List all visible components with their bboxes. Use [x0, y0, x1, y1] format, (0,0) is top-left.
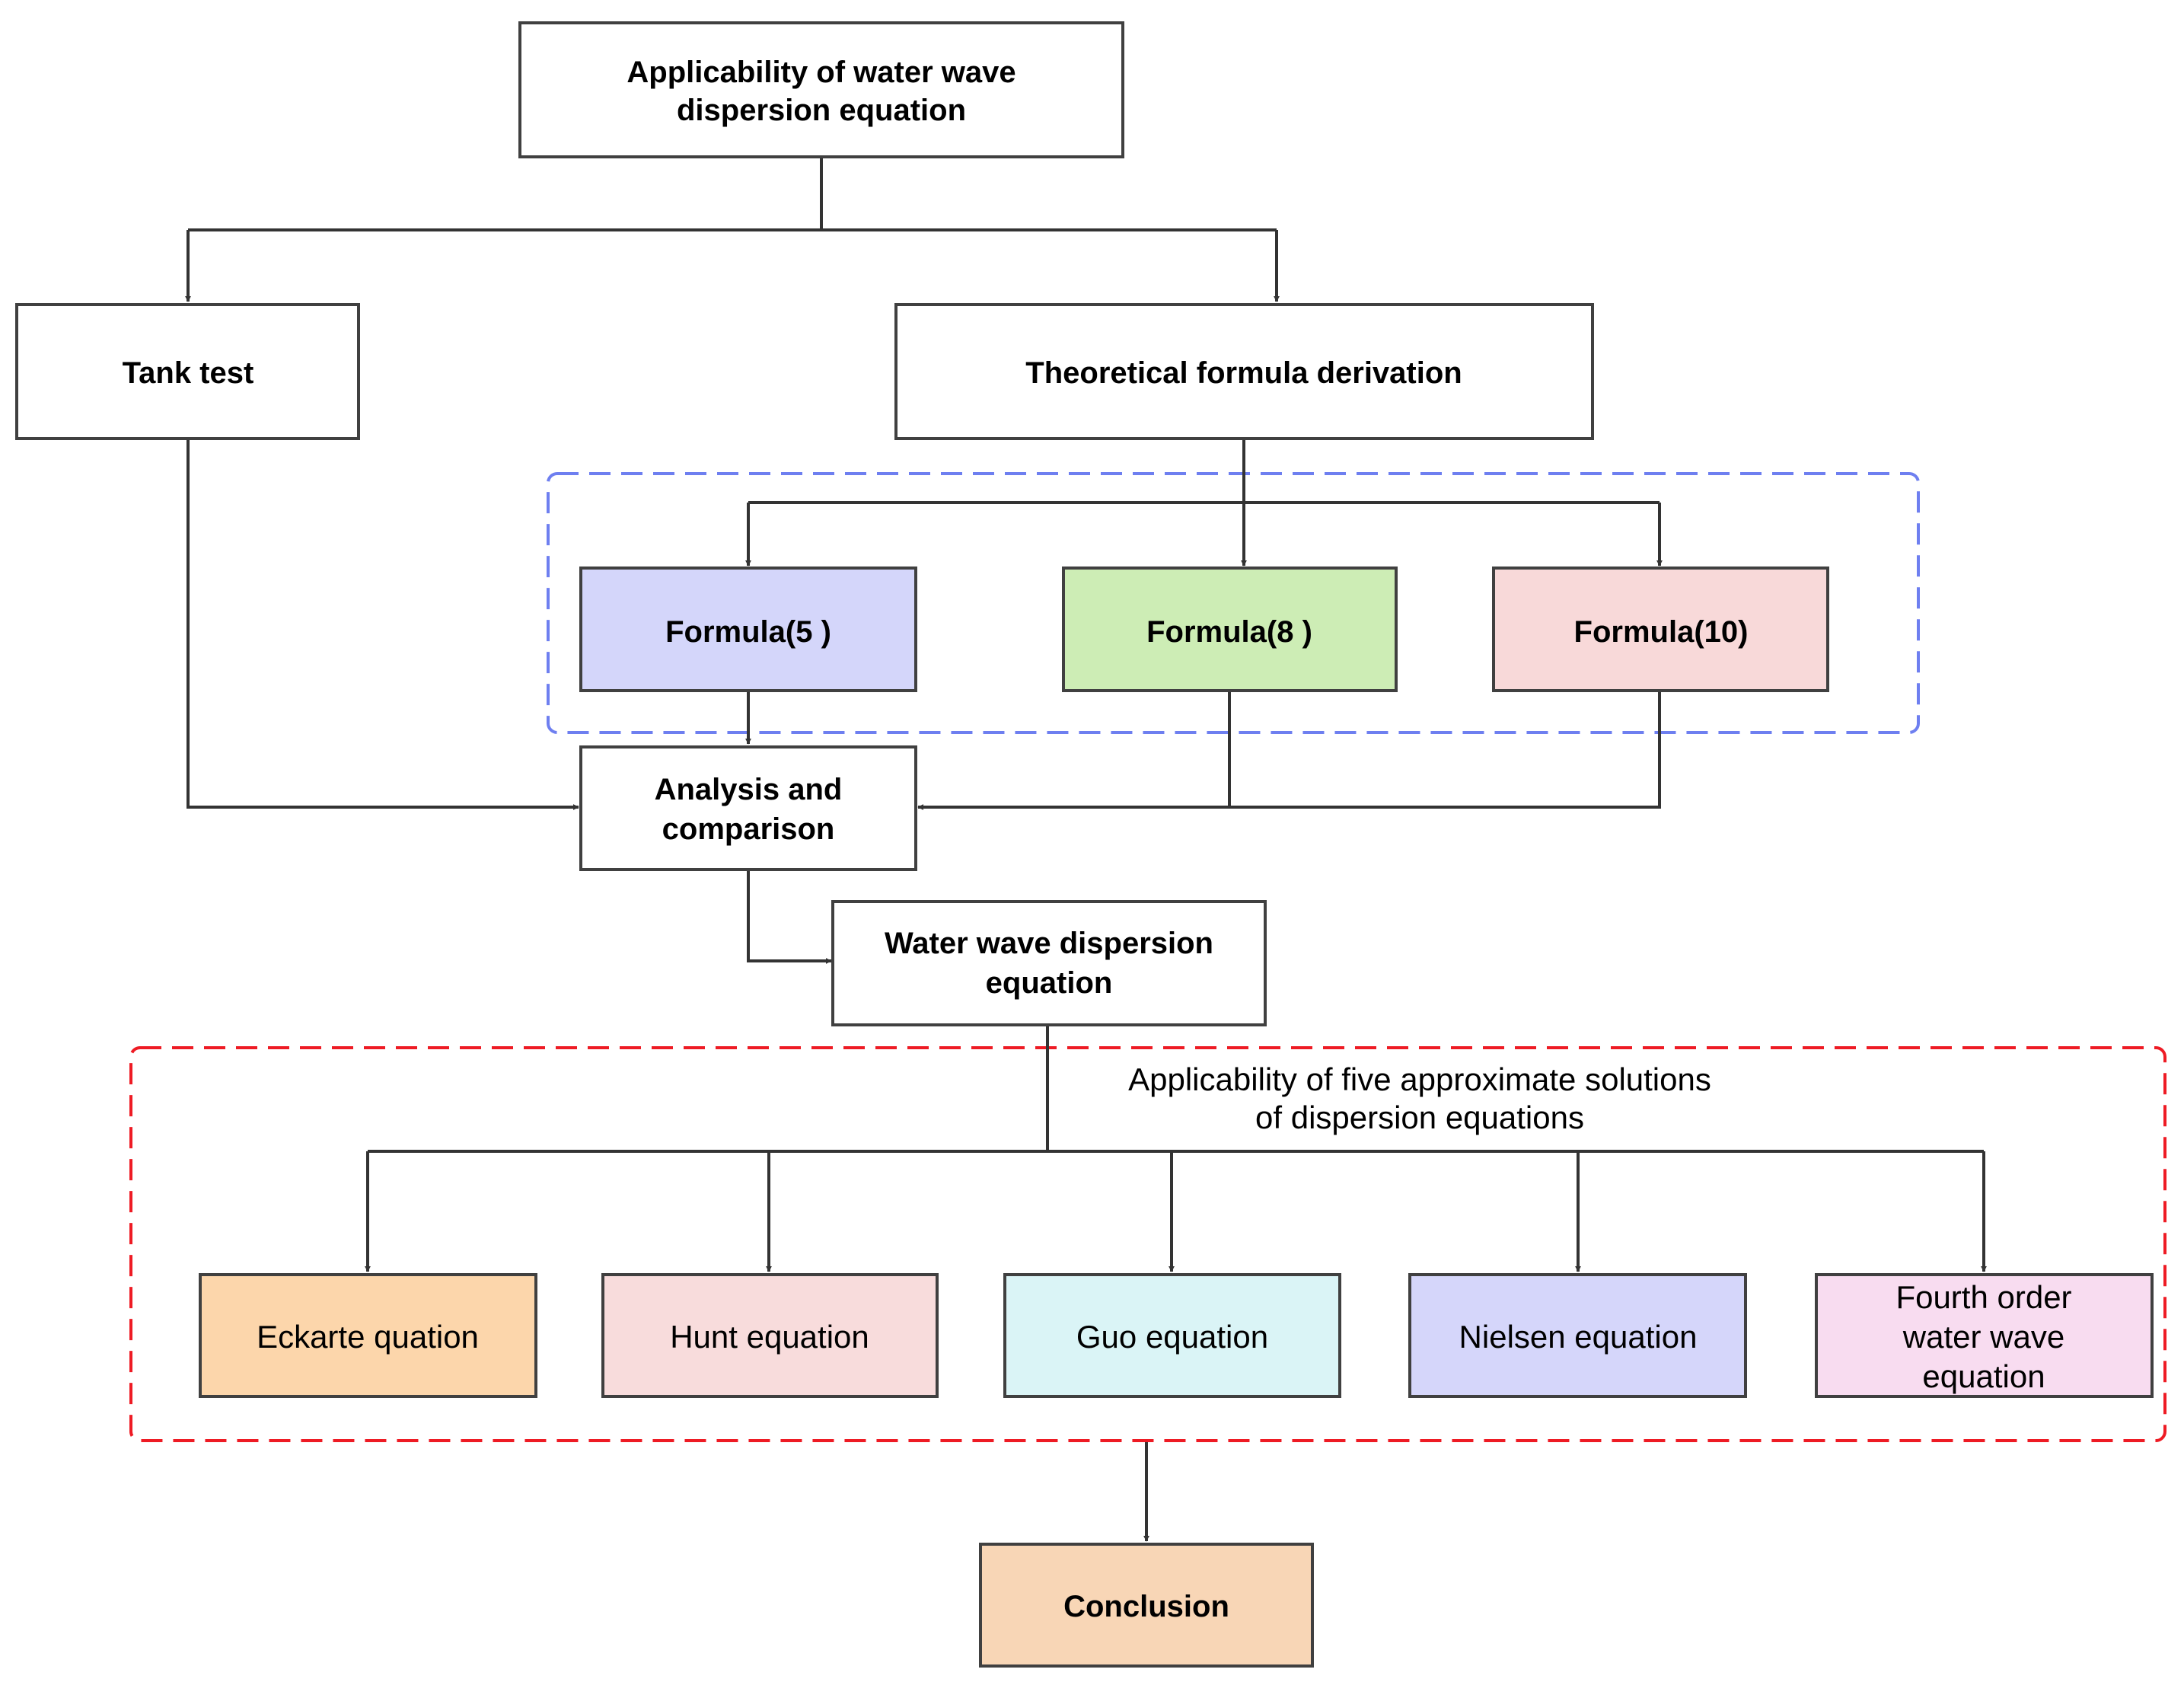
hunt-label: Hunt equation — [670, 1319, 869, 1355]
analysis-node: Analysis and comparison — [579, 745, 917, 871]
arrow-formula-10-to-analysis — [917, 691, 1661, 810]
dispersion-line-2: equation — [986, 966, 1113, 1000]
fourth-order-line-1: Fourth order — [1895, 1279, 2071, 1315]
arrow-tank-test-to-analysis — [187, 439, 579, 810]
approx-group-caption: Applicability of five approximate soluti… — [1128, 1061, 1711, 1135]
eckarte-node: Eckarte quation — [199, 1273, 537, 1398]
fourth-order-line-3: equation — [1922, 1358, 2045, 1394]
theoretical-label: Theoretical formula derivation — [1025, 356, 1462, 390]
analysis-line-2: comparison — [662, 812, 835, 846]
formula-5-node: Formula(5 ) — [579, 567, 917, 692]
conclusion-node: Conclusion — [979, 1543, 1314, 1668]
formula-10-label: Formula(10) — [1574, 615, 1749, 649]
dispersion-line-1: Water wave dispersion — [885, 927, 1213, 960]
tank-test-label: Tank test — [123, 356, 254, 390]
fourth-order-node: Fourth order water wave equation — [1815, 1273, 2154, 1398]
analysis-line-1: Analysis and — [655, 773, 843, 806]
formula-8-node: Formula(8 ) — [1062, 567, 1398, 692]
arrow-analysis-to-dispersion — [747, 870, 832, 964]
approx-caption-line-2: of dispersion equations — [1255, 1100, 1584, 1135]
eckarte-label: Eckarte quation — [257, 1319, 479, 1355]
nielsen-label: Nielsen equation — [1459, 1319, 1698, 1355]
solutions-group-border — [129, 1046, 2166, 1442]
formula-10-node: Formula(10) — [1492, 567, 1829, 692]
title-node: Applicability of water wave dispersion e… — [518, 21, 1124, 158]
title-line-1: Applicability of water wave — [627, 56, 1015, 89]
fourth-order-line-2: water wave — [1902, 1319, 2064, 1355]
formula-8-label: Formula(8 ) — [1146, 615, 1312, 649]
dispersion-node: Water wave dispersion equation — [831, 900, 1267, 1026]
nielsen-node: Nielsen equation — [1408, 1273, 1747, 1398]
connectors — [185, 157, 1987, 1542]
guo-label: Guo equation — [1076, 1319, 1268, 1355]
title-line-2: dispersion equation — [677, 94, 966, 127]
formula-group-border — [547, 472, 1920, 734]
conclusion-label: Conclusion — [1063, 1590, 1229, 1623]
approx-caption-line-1: Applicability of five approximate soluti… — [1128, 1061, 1711, 1097]
formula-5-label: Formula(5 ) — [665, 615, 831, 649]
hunt-node: Hunt equation — [601, 1273, 939, 1398]
guo-node: Guo equation — [1003, 1273, 1341, 1398]
tank-test-node: Tank test — [15, 303, 360, 440]
theoretical-node: Theoretical formula derivation — [894, 303, 1594, 440]
